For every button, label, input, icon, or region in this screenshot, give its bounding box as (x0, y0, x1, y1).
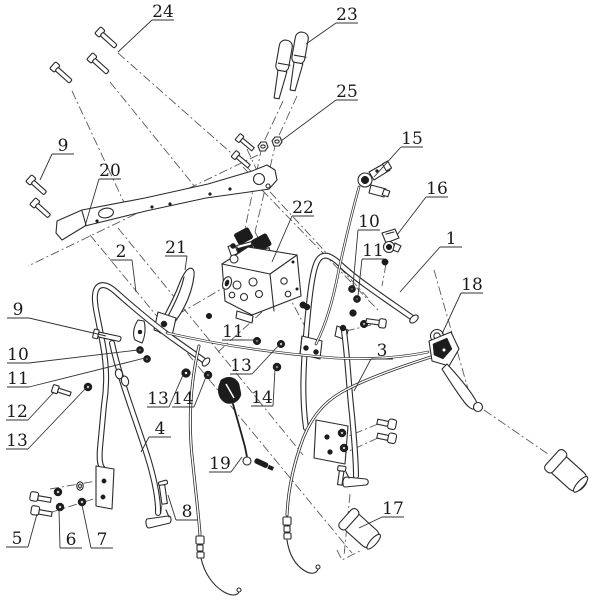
callout-2: 2 (110, 242, 137, 293)
callout-10: 10 (7, 345, 139, 365)
svg-text:16: 16 (426, 179, 448, 199)
callout-14: 14 (251, 368, 276, 408)
mounting-bolts-icon (25, 26, 118, 218)
callout-11: 11 (222, 322, 254, 342)
callout-13: 13 (6, 387, 87, 451)
svg-text:17: 17 (382, 499, 404, 519)
callout-10: 10 (352, 212, 380, 287)
callout-3: 3 (353, 341, 393, 392)
svg-text:1: 1 (446, 229, 457, 249)
callout-17: 17 (358, 499, 404, 529)
callout-15: 15 (373, 129, 423, 178)
svg-text:22: 22 (292, 198, 314, 218)
control-cables-icon (165, 185, 433, 596)
callout-13: 13 (230, 344, 280, 376)
control-valve-icon (205, 227, 307, 324)
callout-1: 1 (399, 229, 462, 293)
svg-text:11: 11 (7, 369, 29, 389)
svg-text:14: 14 (172, 389, 194, 409)
svg-text:14: 14 (251, 388, 273, 408)
svg-text:9: 9 (13, 300, 24, 320)
svg-text:13: 13 (230, 356, 252, 376)
callout-14: 14 (172, 376, 207, 409)
valve-lever-icon (133, 267, 195, 344)
svg-text:11: 11 (222, 322, 244, 342)
callout-24: 24 (117, 2, 174, 53)
svg-text:9: 9 (58, 136, 69, 156)
callout-22: 22 (271, 198, 314, 263)
callout-20: 20 (84, 161, 121, 227)
svg-text:21: 21 (165, 238, 187, 258)
mounting-plate-icon (55, 164, 278, 241)
control-knobs-icon (273, 31, 309, 100)
callout-11: 11 (7, 357, 146, 389)
cable-assembly-icon (218, 376, 275, 471)
callout-12: 12 (6, 391, 55, 422)
callout-23: 23 (305, 5, 358, 45)
lock-nuts-icon (230, 133, 283, 169)
svg-text:11: 11 (362, 241, 384, 261)
callout-16: 16 (396, 179, 448, 236)
svg-text:6: 6 (66, 530, 77, 550)
callout-7: 7 (81, 504, 113, 550)
callout-18: 18 (441, 275, 483, 335)
svg-text:8: 8 (182, 502, 193, 522)
svg-text:5: 5 (12, 529, 23, 549)
callout-19: 19 (209, 454, 243, 474)
callout-21: 21 (165, 238, 188, 271)
callout-6: 6 (58, 509, 82, 550)
callout-4: 4 (140, 419, 171, 453)
fastener-hardware-icons (29, 285, 398, 517)
hand-grips-icon (338, 448, 589, 550)
cable-clamp-icon (357, 160, 393, 198)
svg-text:4: 4 (155, 419, 166, 439)
callout-13: 13 (147, 374, 184, 409)
svg-text:13: 13 (147, 389, 169, 409)
svg-text:19: 19 (209, 454, 231, 474)
callout-11: 11 (357, 241, 384, 297)
callout-25: 25 (280, 82, 358, 142)
cable-fitting-icon (381, 228, 402, 266)
svg-text:10: 10 (7, 345, 29, 365)
svg-text:2: 2 (116, 242, 127, 262)
svg-text:18: 18 (461, 275, 483, 295)
svg-text:12: 12 (6, 402, 28, 422)
callout-8: 8 (167, 494, 198, 522)
svg-text:10: 10 (358, 212, 380, 232)
svg-text:20: 20 (99, 161, 121, 181)
callout-9: 9 (7, 300, 107, 337)
svg-text:3: 3 (377, 341, 388, 361)
svg-text:7: 7 (97, 530, 108, 550)
svg-text:23: 23 (336, 5, 358, 25)
left-handlebar-icon (91, 282, 211, 510)
callout-9: 9 (39, 136, 74, 181)
support-rod-right-icon (339, 324, 369, 488)
brake-lever-icon (428, 328, 484, 413)
svg-text:25: 25 (336, 82, 358, 102)
svg-text:13: 13 (6, 431, 28, 451)
svg-text:15: 15 (401, 129, 423, 149)
svg-text:24: 24 (152, 2, 174, 22)
callout-5: 5 (6, 513, 38, 549)
